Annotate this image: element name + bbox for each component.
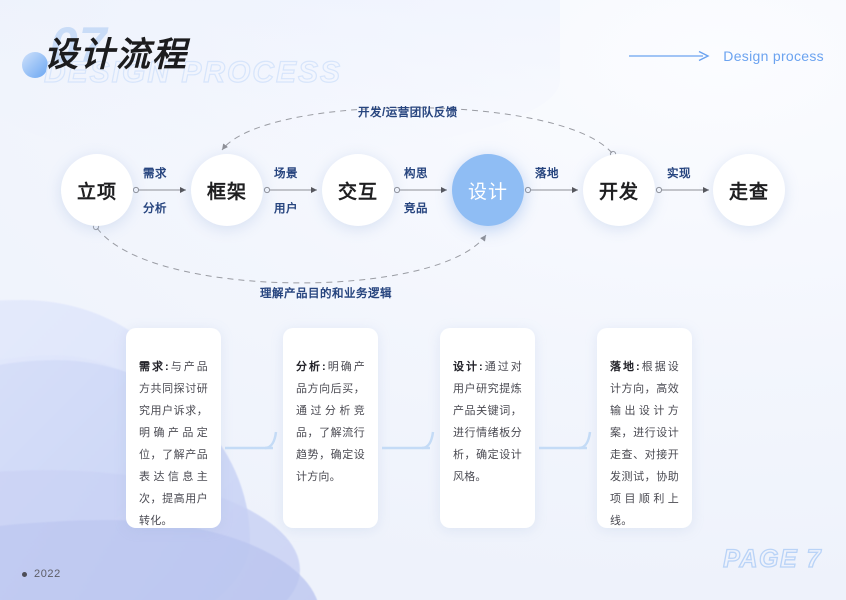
card-body-1: 需求:与产品方共同探讨研究用户诉求，明确产品定位，了解产品表达信息主次，提高用户… [139, 356, 208, 532]
bullet-icon [22, 571, 27, 577]
flow-node-label: 开发 [598, 181, 639, 203]
flow-node-3[interactable]: 交互 [322, 154, 394, 226]
card-connector-3-icon [539, 431, 592, 450]
flow-node-label: 交互 [337, 181, 378, 203]
flow-connectors [92, 107, 709, 284]
edge-label-1-top: 需求 [143, 168, 167, 180]
process-flow-diagram: 立项 框架 交互 设计 开发 走查 需求 分析 场景 用户 构思 竞品 落地 实… [0, 95, 846, 325]
feedback-loop-label-bottom: 理解产品目的和业务逻辑 [260, 288, 392, 300]
card-desc-1: 与产品方共同探讨研究用户诉求，明确产品定位，了解产品表达信息主次，提高用户转化。 [139, 361, 208, 527]
edge-label-2-top: 场景 [274, 168, 298, 180]
edge-label-5-top: 实现 [667, 168, 691, 180]
flow-node-label: 立项 [76, 181, 117, 203]
slide-header: 07 DESIGN PROCESS 设计流程 Design process [0, 0, 846, 100]
card-connector-1-icon [225, 431, 278, 450]
header-right-group: Design process [629, 48, 824, 64]
edge-label-3-top: 构思 [404, 168, 428, 180]
feedback-loop-label-top: 开发/运营团队反馈 [358, 107, 458, 119]
section-number: 07 [50, 17, 108, 73]
flow-node-label: 设计 [467, 181, 508, 203]
detail-card-2[interactable]: 分析:明确产品方向后买，通过分析竞品，了解流行趋势，确定设计方向。 [283, 328, 378, 528]
edge-label-1-bottom: 分析 [143, 203, 167, 215]
edge-label-3-bottom: 竞品 [404, 203, 428, 215]
arrow-right-icon [629, 50, 710, 62]
flow-node-4-active[interactable]: 设计 [452, 154, 524, 226]
page-number: PAGE 7 [723, 544, 822, 573]
detail-cards: 需求:与产品方共同探讨研究用户诉求，明确产品定位，了解产品表达信息主次，提高用户… [0, 328, 846, 533]
card-body-2: 分析:明确产品方向后买，通过分析竞品，了解流行趋势，确定设计方向。 [296, 356, 365, 488]
detail-card-1[interactable]: 需求:与产品方共同探讨研究用户诉求，明确产品定位，了解产品表达信息主次，提高用户… [126, 328, 221, 528]
card-body-4: 落地:根据设计方向，高效输出设计方案，进行设计走查、对接开发测试，协助项目顺利上… [610, 356, 679, 532]
card-connector-2-icon [382, 431, 435, 450]
card-title-1: 需求: [139, 361, 169, 373]
flow-node-5[interactable]: 开发 [583, 154, 655, 226]
edge-label-4-top: 落地 [535, 168, 559, 180]
flow-node-2[interactable]: 框架 [191, 154, 263, 226]
flow-node-label: 走查 [728, 181, 769, 203]
header-subtitle: Design process [723, 48, 824, 64]
card-body-3: 设计:通过对用户研究提炼产品关键词，进行情绪板分析，确定设计风格。 [453, 356, 522, 488]
card-desc-3: 通过对用户研究提炼产品关键词，进行情绪板分析，确定设计风格。 [453, 361, 522, 483]
flow-node-label: 框架 [206, 181, 247, 203]
flow-node-1[interactable]: 立项 [61, 154, 133, 226]
decorative-dot-icon [22, 52, 48, 78]
footer-year: 2022 [22, 568, 61, 580]
detail-card-4[interactable]: 落地:根据设计方向，高效输出设计方案，进行设计走查、对接开发测试，协助项目顺利上… [597, 328, 692, 528]
page-title-en: DESIGN PROCESS [43, 56, 343, 89]
card-title-2: 分析: [296, 361, 326, 373]
flow-node-6[interactable]: 走查 [713, 154, 785, 226]
card-title-3: 设计: [453, 361, 483, 373]
page-title: 设计流程 [44, 36, 188, 74]
card-title-4: 落地: [610, 361, 640, 373]
detail-card-3[interactable]: 设计:通过对用户研究提炼产品关键词，进行情绪板分析，确定设计风格。 [440, 328, 535, 528]
edge-label-2-bottom: 用户 [274, 203, 298, 215]
card-desc-2: 明确产品方向后买，通过分析竞品，了解流行趋势，确定设计方向。 [296, 361, 365, 483]
card-desc-4: 根据设计方向，高效输出设计方案，进行设计走查、对接开发测试，协助项目顺利上线。 [610, 361, 679, 527]
footer-year-label: 2022 [34, 568, 61, 580]
